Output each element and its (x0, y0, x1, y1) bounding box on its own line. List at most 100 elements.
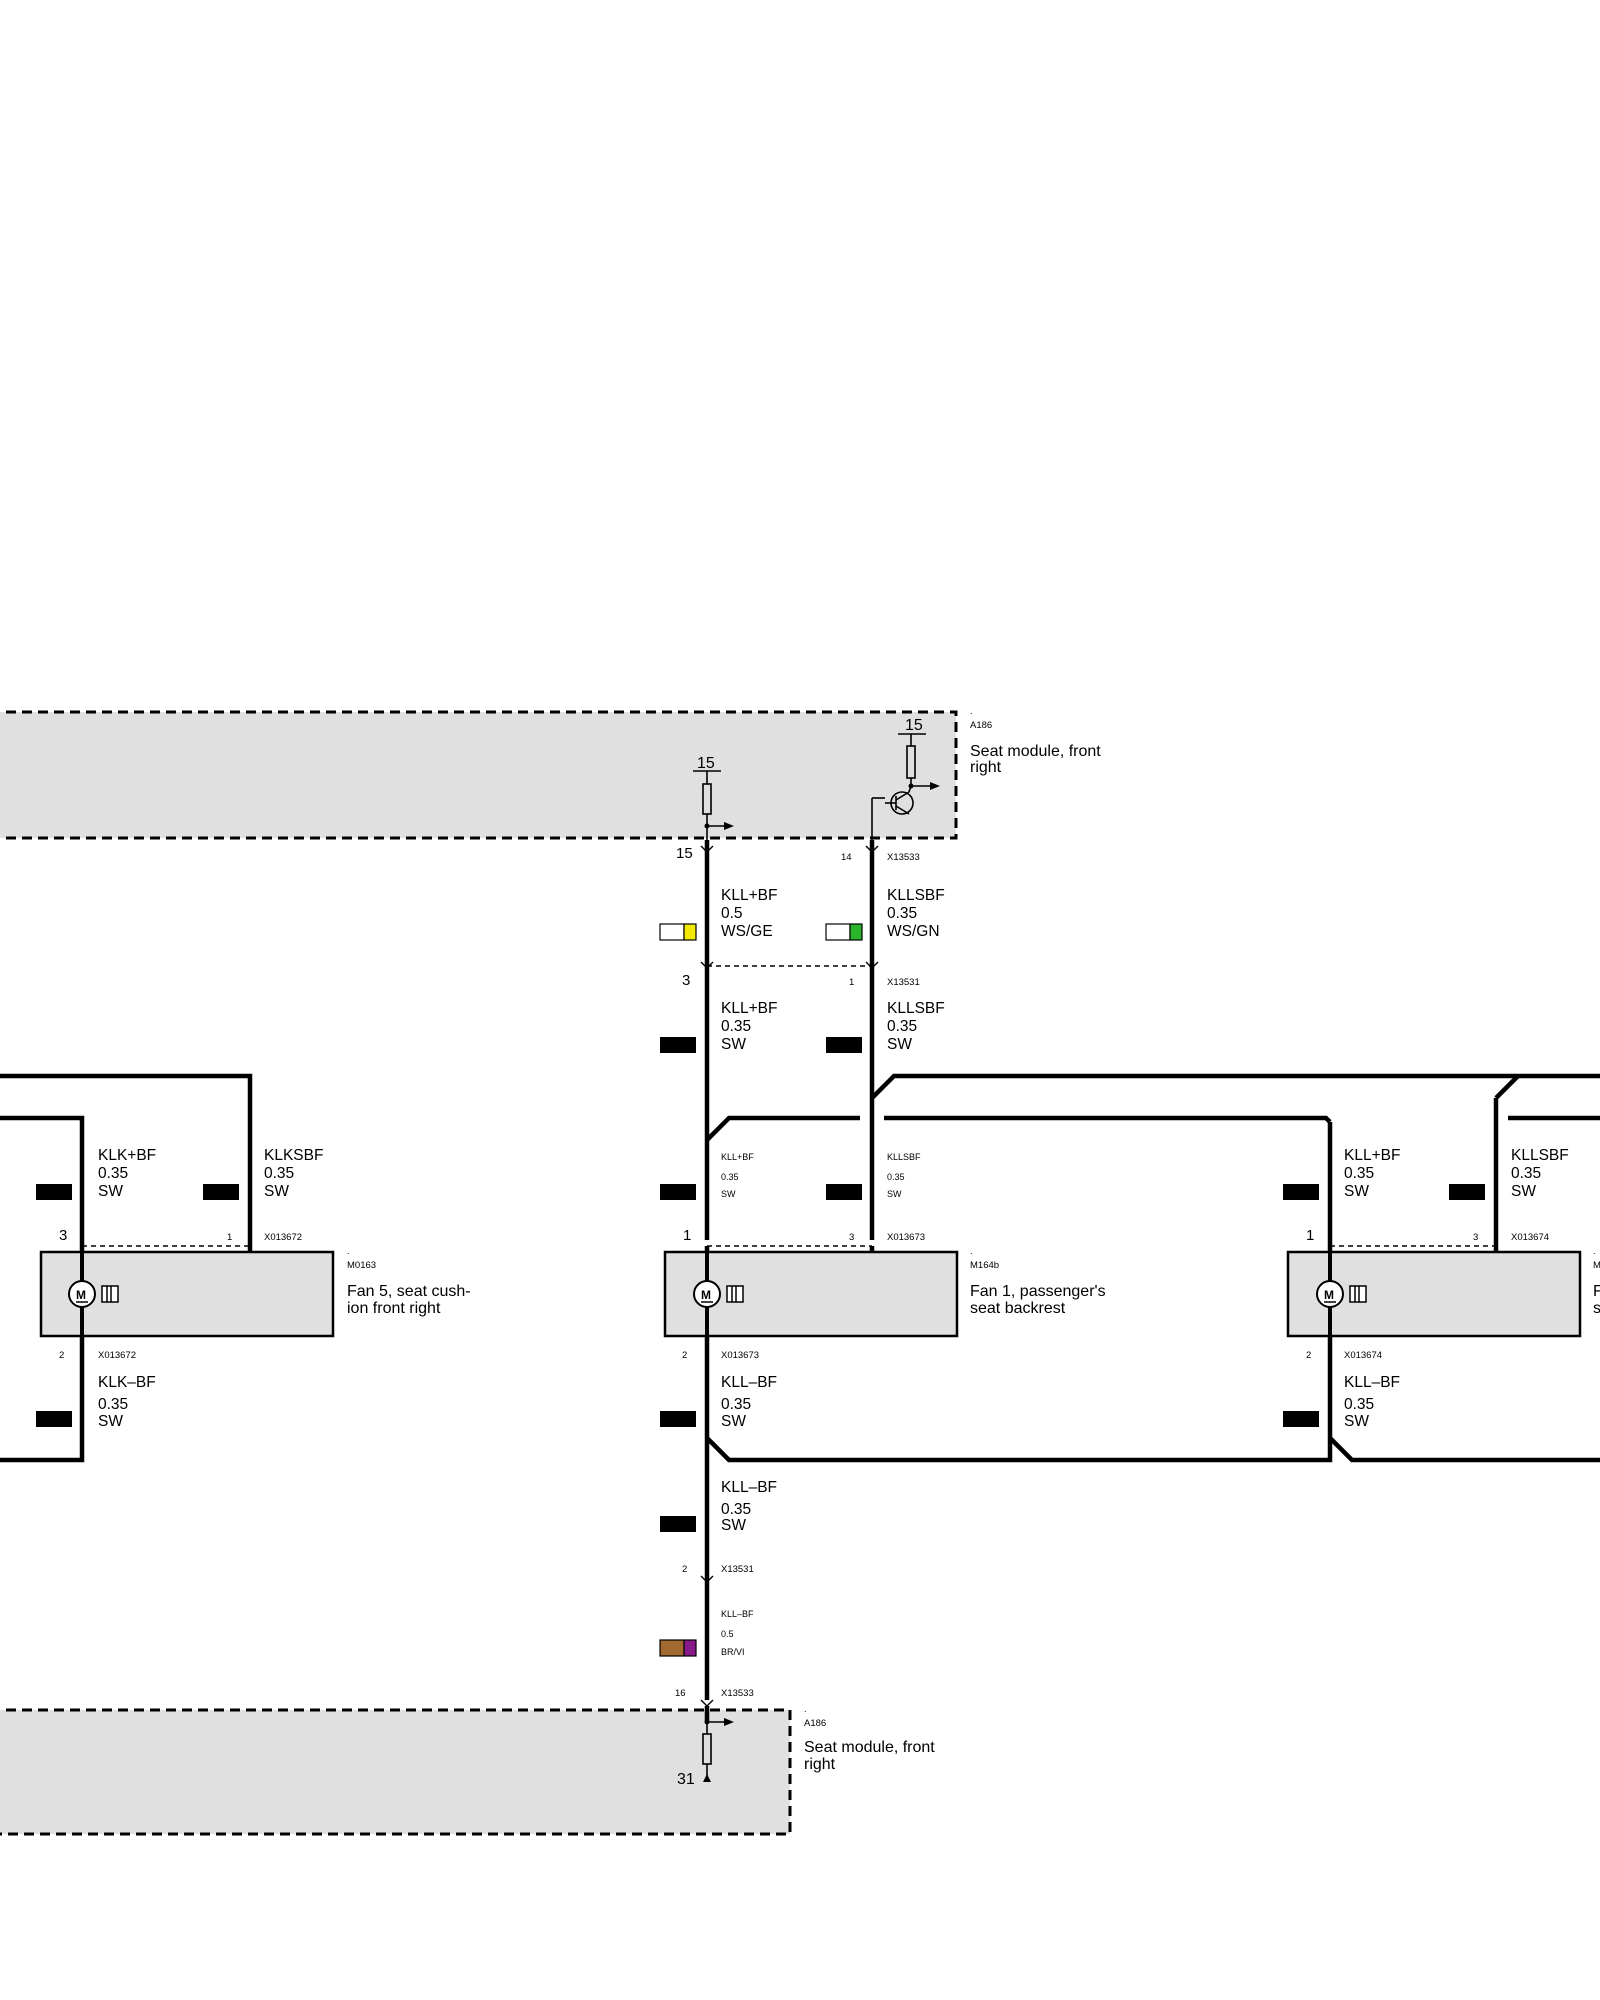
wire-kll-minus-fan1: KLL–BF 0.35 SW (660, 1374, 777, 1430)
seat-module-top-dot: . (970, 706, 973, 716)
fan1-id: M164b (970, 1260, 999, 1271)
wire-kll-minus-bottom: KLL–BF 0.5 BR/VI (659, 1609, 754, 1657)
x13531-id-bottom: X13531 (721, 1564, 754, 1575)
internal-supply-left: 15 (693, 755, 734, 840)
swatch-ws-gn-1 (825, 923, 851, 941)
wire-klksbf-fan5-color: SW (264, 1183, 289, 1200)
fan1-pin-signal: 3 (849, 1232, 854, 1243)
fan-right-pin-minus: 2 (1306, 1350, 1311, 1361)
swatch-sw-fan5-left (36, 1184, 72, 1200)
wire-kllsbf-mid-size: 0.35 (887, 1018, 917, 1035)
wire-kllsbf-fan1-size: 0.35 (887, 1172, 905, 1182)
swatch-sw-lower-minus (660, 1516, 696, 1532)
fan5-component: 3 1 X013672 M . M0163 Fan 5, seat cush- … (39, 1227, 471, 1361)
wire-klk-bf-fan5-signal: KLK+BF (98, 1147, 156, 1164)
fan-right-connector-bottom: X013674 (1344, 1350, 1382, 1361)
wire-kll-bf-right-color: SW (1344, 1183, 1369, 1200)
swatch-sw-fan1-right (826, 1184, 862, 1200)
seat-module-top: . A186 Seat module, front right 15 15 (0, 706, 1101, 863)
wire-kll-minus-bottom-size: 0.5 (721, 1629, 734, 1639)
wire-kllsbf-right-size: 0.35 (1511, 1165, 1541, 1182)
fan1-connector-bottom: X013673 (721, 1350, 759, 1361)
wire-kll-minus-lower-color: SW (721, 1517, 746, 1534)
fan5-dot: . (347, 1246, 350, 1256)
wire-kllsbf-right: KLLSBF 0.35 SW (1449, 1147, 1569, 1200)
wire-kll-bf-mid-size: 0.35 (721, 1018, 751, 1035)
fan1-motor-letter: M (701, 1288, 711, 1302)
wire-klk-minus-fan5-color: SW (98, 1413, 123, 1430)
swatch-sw-fan1-minus (660, 1411, 696, 1427)
bottom-connector-id: X13533 (721, 1688, 754, 1699)
fan-right-dot: . (1593, 1246, 1596, 1256)
fan-right-motor-letter: M (1324, 1288, 1334, 1302)
fan-right-id: M (1593, 1260, 1600, 1271)
swatch-ws-ge-2 (683, 923, 697, 941)
wire-kll-bf-fan1-signal: KLL+BF (721, 1152, 754, 1162)
fan5-name-2: ion front right (347, 1300, 441, 1317)
fan1-dot: . (970, 1246, 973, 1256)
wire-kll-minus-fan1-color: SW (721, 1413, 746, 1430)
swatch-ws-ge-1 (659, 923, 685, 941)
wire-kllsbf-top-color: WS/GN (887, 923, 940, 940)
wire-kll-bf-fan1: KLL+BF 0.35 SW (660, 1152, 754, 1200)
swatch-sw-fan5-right (203, 1184, 239, 1200)
wire-kll-bf-top-size: 0.5 (721, 905, 743, 922)
fan-right-component: 1 3 X013674 M . M F s 2 X013674 (1286, 1227, 1600, 1361)
swatch-sw-fan1-left (660, 1184, 696, 1200)
wire-klk-minus-fan5: KLK–BF 0.35 SW (36, 1374, 156, 1430)
wire-kllsbf-right-signal: KLLSBF (1511, 1147, 1569, 1164)
wire-klksbf-fan5-signal: KLKSBF (264, 1147, 323, 1164)
wire-kllsbf-fan1: KLLSBF 0.35 SW (826, 1152, 921, 1200)
wire-kll-minus-right-signal: KLL–BF (1344, 1374, 1400, 1391)
wire-kllsbf-top: KLLSBF 0.35 WS/GN (825, 887, 945, 941)
seat-module-bottom-box (0, 1708, 792, 1836)
wire-kll-minus-right-color: SW (1344, 1413, 1369, 1430)
fan5-connector-top: X013672 (264, 1232, 302, 1243)
fan1-name-1: Fan 1, passenger's (970, 1283, 1106, 1300)
wire-kll-minus-right: KLL–BF 0.35 SW (1283, 1374, 1400, 1430)
fan-right-pin-plus: 1 (1306, 1227, 1314, 1244)
swatch-br (659, 1639, 685, 1657)
wire-labels: KLL+BF 0.5 WS/GE KLLSBF 0.35 WS/GN 3 1 X… (36, 887, 1569, 1657)
wire-harness (0, 840, 1600, 1707)
swatch-sw-fan5-minus (36, 1411, 72, 1427)
wire-kll-bf-mid: KLL+BF 0.35 SW (660, 1000, 777, 1053)
fan1-component: 1 3 X013673 M . M164b Fan 1, passenger's… (663, 1227, 1106, 1361)
wire-kllsbf-fan1-signal: KLLSBF (887, 1152, 921, 1162)
fan-icon (726, 1285, 744, 1303)
wire-kll-minus-lower: KLL–BF 0.35 SW (660, 1479, 777, 1534)
swatch-vi (683, 1639, 697, 1657)
wire-kllsbf-fan1-color: SW (887, 1189, 902, 1199)
fan1-pin-plus: 1 (683, 1227, 691, 1244)
swatch-ws-gn-2 (849, 923, 863, 941)
wire-kll-minus-lower-signal: KLL–BF (721, 1479, 777, 1496)
seat-module-top-name-2: right (970, 759, 1002, 776)
wire-kll-minus-bottom-signal: KLL–BF (721, 1609, 754, 1619)
supply-left-label: 15 (697, 755, 715, 772)
fan-right-connector-top: X013674 (1511, 1232, 1549, 1243)
x13531-pin-ground: 2 (682, 1564, 687, 1575)
fan5-pin-signal: 1 (227, 1232, 232, 1243)
wire-kll-bf-top-signal: KLL+BF (721, 887, 777, 904)
wire-klk-bf-fan5-color: SW (98, 1183, 123, 1200)
seat-module-bottom-name-1: Seat module, front (804, 1739, 935, 1756)
swatch-sw-right-left (1283, 1184, 1319, 1200)
fan-right-pin-signal: 3 (1473, 1232, 1478, 1243)
swatch-sw-right-right (1449, 1184, 1485, 1200)
wire-kllsbf-mid-color: SW (887, 1036, 912, 1053)
wire-klk-minus-fan5-signal: KLK–BF (98, 1374, 156, 1391)
wire-kll-bf-mid-signal: KLL+BF (721, 1000, 777, 1017)
seat-module-bottom-name-2: right (804, 1756, 836, 1773)
wire-kllsbf-right-color: SW (1511, 1183, 1536, 1200)
wire-kllsbf-mid: KLLSBF 0.35 SW (826, 1000, 945, 1053)
wire-kll-bf-mid-color: SW (721, 1036, 746, 1053)
top-pin-left: 15 (676, 845, 693, 862)
wire-klksbf-fan5: KLKSBF 0.35 SW (203, 1147, 323, 1200)
wire-kll-bf-right-signal: KLL+BF (1344, 1147, 1400, 1164)
wire-kll-bf-fan1-size: 0.35 (721, 1172, 739, 1182)
wire-kll-bf-top-color: WS/GE (721, 923, 773, 940)
wire-kll-bf-top: KLL+BF 0.5 WS/GE (659, 887, 777, 941)
swatch-sw-mid-left (660, 1037, 696, 1053)
bottom-pin: 16 (675, 1688, 686, 1699)
